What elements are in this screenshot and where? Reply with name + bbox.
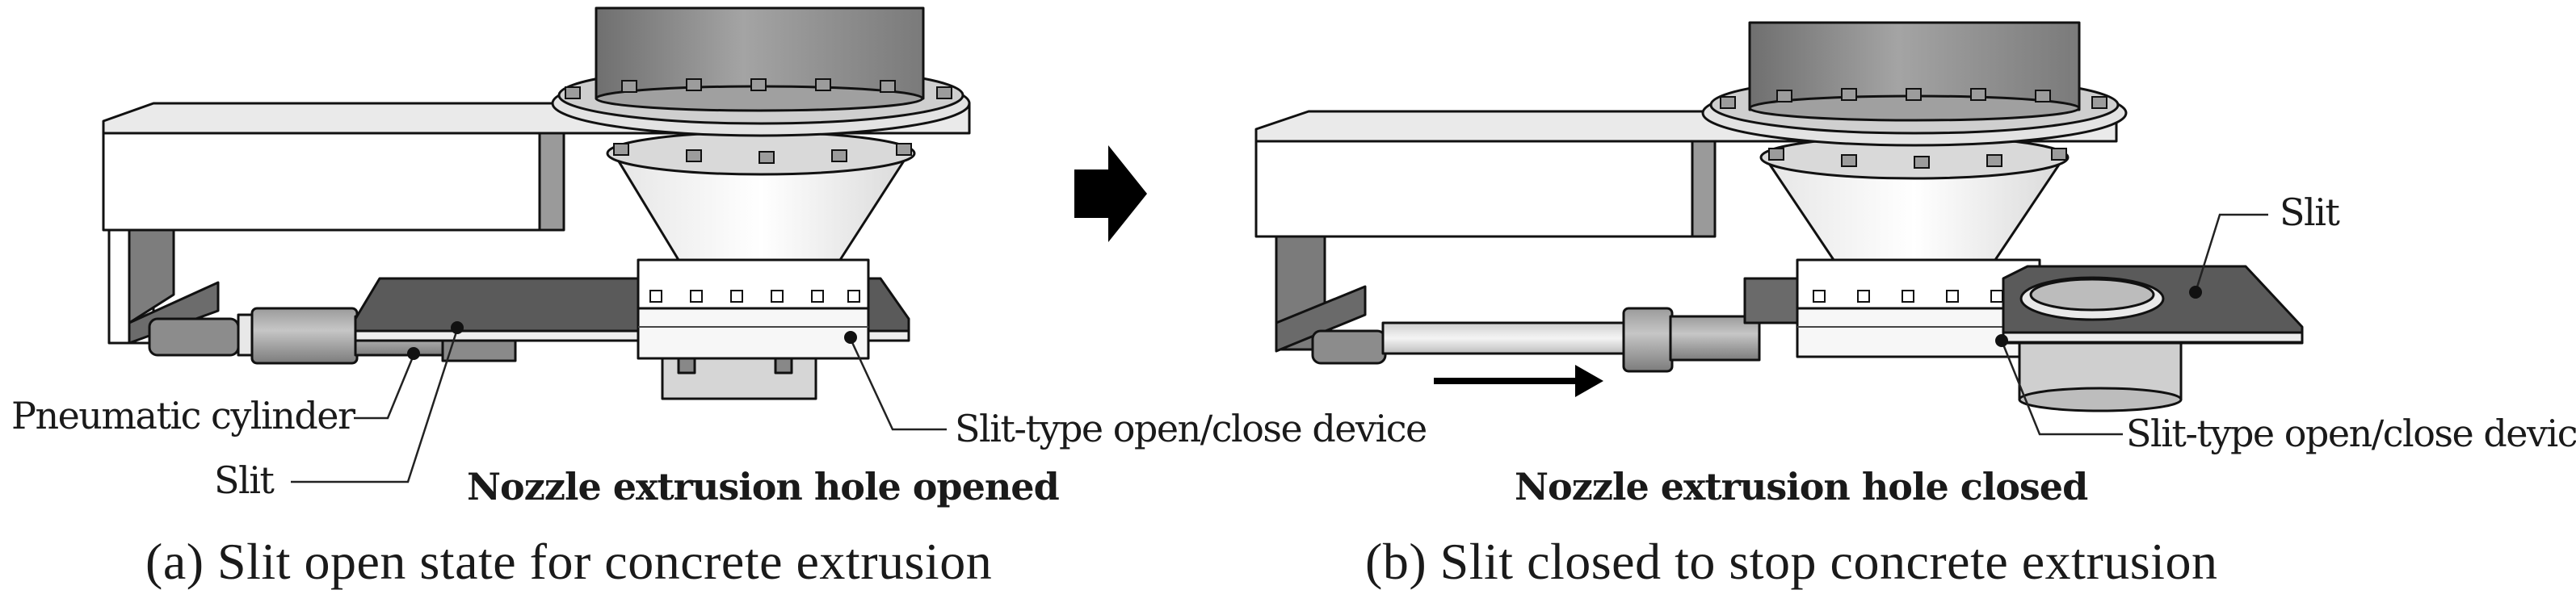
pneumatic-cylinder-body-b [1622,307,1674,373]
leader-slit-b [2194,213,2268,293]
pneumatic-cylinder-body [250,307,359,365]
panel-b-machine [1254,21,2304,412]
dot-slit-b [2189,286,2202,299]
panel-b-bolts [1720,88,2107,303]
state-label-a: Nozzle extrusion hole opened [467,465,1060,508]
leader-device-b [2000,340,2123,436]
panel-b-leaders [2000,213,2268,436]
bracket-box [102,132,541,232]
caption-a: (a) Slit open state for concrete extrusi… [145,533,993,590]
leader-cylinder [354,354,415,420]
dot-cylinder [407,347,420,360]
label-slit-a: Slit [214,458,275,502]
label-pneumatic-cylinder: Pneumatic cylinder [11,394,355,437]
label-slit-b: Slit [2280,190,2340,234]
dot-slit [451,321,464,334]
caption-b: (b) Slit closed to stop concrete extrusi… [1365,533,2218,590]
panel-a-machine [102,6,971,400]
panel-a-bolts [565,78,952,303]
device-frame [637,258,870,310]
label-device-b: Slit-type open/close device [2126,412,2576,455]
cylinder-mount [148,317,240,357]
motion-arrow-icon [1434,365,1603,397]
panel-a-leaders [291,329,947,483]
transition-arrow-icon [1074,145,1147,242]
piston-rod [1381,321,1635,355]
leader-device [849,338,947,431]
dot-device [844,331,857,344]
state-label-b: Nozzle extrusion hole closed [1515,465,2088,508]
dot-device-b [1995,334,2008,347]
leader-slit [291,329,459,483]
label-device-a: Slit-type open/close device [955,407,1427,450]
